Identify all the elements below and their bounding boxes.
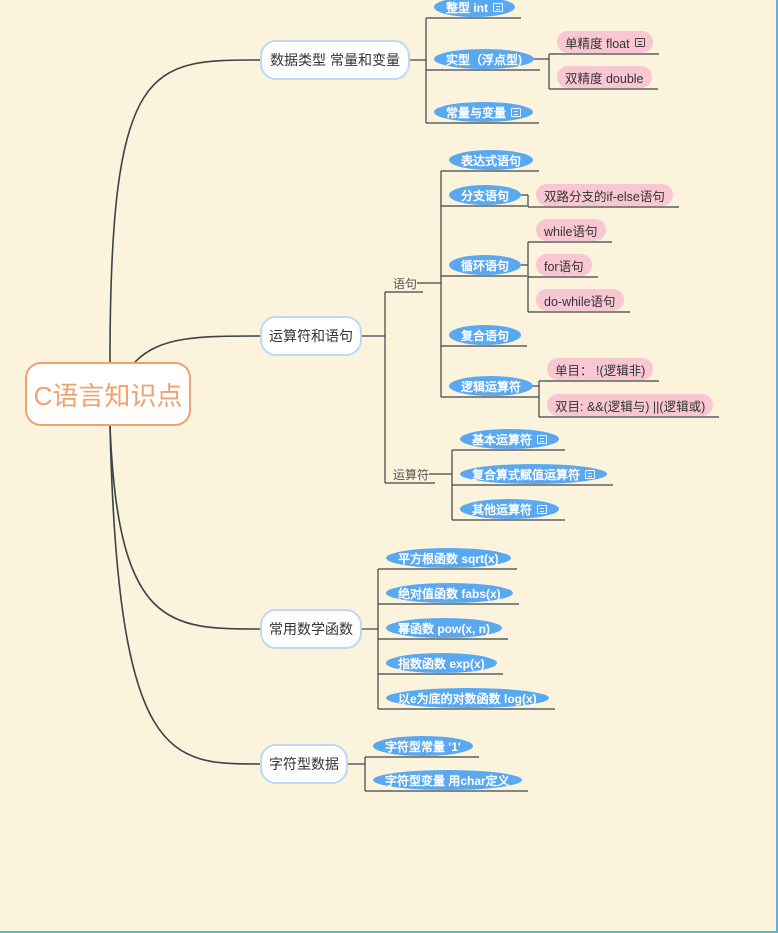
leaf-label: 单精度 float [565, 36, 630, 51]
subtopic-loop-stmt[interactable]: 循环语句 [449, 255, 522, 275]
subtopic-label: 绝对值函数 fabs(x) [398, 586, 501, 601]
leaf-do-while[interactable]: do-while语句 [536, 289, 624, 311]
subtopic-compound-assign[interactable]: 复合算式赋值运算符 [460, 464, 608, 484]
group-label: 语句 [393, 276, 418, 291]
leaf-double-precision[interactable]: 双精度 double [557, 66, 652, 88]
topic-label: 常用数学函数 [269, 621, 353, 637]
root-topic[interactable]: C语言知识点 [25, 362, 191, 426]
topic-label: 运算符和语句 [269, 328, 353, 344]
subtopic-label: 基本运算符 [472, 432, 533, 447]
leaf-if-else[interactable]: 双路分支的if-else语句 [536, 184, 673, 206]
leaf-label: do-while语句 [544, 294, 616, 309]
leaf-label: for语句 [544, 259, 584, 274]
subtopic-label: 实型（浮点型) [446, 52, 522, 67]
subtopic-logical-ops[interactable]: 逻辑运算符 [449, 376, 534, 396]
leaf-binary-and-or[interactable]: 双目: &&(逻辑与) ||(逻辑或) [547, 394, 714, 416]
subtopic-label: 复合语句 [461, 328, 510, 343]
subtopic-label: 复合算式赋值运算符 [472, 467, 581, 482]
subtopic-compound-stmt[interactable]: 复合语句 [449, 325, 522, 345]
subtopic-label: 常量与变量 [446, 105, 507, 120]
subtopic-label: 幂函数 pow(x, n) [398, 621, 490, 636]
note-icon[interactable] [585, 469, 596, 479]
subtopic-label: 其他运算符 [472, 502, 533, 517]
note-icon[interactable] [634, 37, 645, 47]
leaf-single-precision[interactable]: 单精度 float [557, 31, 653, 53]
leaf-while[interactable]: while语句 [536, 219, 606, 241]
root-connector [109, 425, 261, 630]
subtopic-label: 逻辑运算符 [461, 379, 522, 394]
subtopic-label: 分支语句 [461, 188, 510, 203]
note-icon[interactable] [537, 434, 548, 444]
subtopic-label: 循环语句 [461, 258, 510, 273]
subtopic-exp[interactable]: 指数函数 exp(x) [386, 653, 497, 673]
root-topic-label: C语言知识点 [33, 380, 183, 411]
leaf-label: while语句 [544, 224, 598, 239]
subtopic-fabs[interactable]: 绝对值函数 fabs(x) [386, 583, 513, 603]
leaf-label: 双目: &&(逻辑与) ||(逻辑或) [555, 399, 706, 414]
subtopic-float-type[interactable]: 实型（浮点型) [434, 49, 534, 69]
subtopic-label: 表达式语句 [461, 153, 522, 168]
subtopic-other-ops[interactable]: 其他运算符 [460, 499, 560, 519]
topic-math-functions[interactable]: 常用数学函数 [260, 609, 362, 649]
note-icon[interactable] [511, 107, 522, 117]
subtopic-expression-stmt[interactable]: 表达式语句 [449, 150, 534, 170]
subtopic-int[interactable]: 整型 int [434, 0, 515, 17]
subtopic-const-var[interactable]: 常量与变量 [434, 102, 534, 122]
topic-operators-statements[interactable]: 运算符和语句 [260, 316, 362, 356]
leaf-unary-not[interactable]: 单目： !(逻辑非) [547, 358, 654, 380]
leaf-label: 双精度 double [565, 71, 644, 86]
group-statements[interactable]: 语句 [393, 275, 417, 291]
subtopic-branch-stmt[interactable]: 分支语句 [449, 185, 522, 205]
root-connector [109, 425, 261, 765]
subtopic-log[interactable]: 以e为底的对数函数 log(x) [386, 688, 549, 708]
leaf-label: 双路分支的if-else语句 [544, 189, 665, 204]
topic-data-types[interactable]: 数据类型 常量和变量 [260, 40, 410, 80]
subtopic-label: 字符型变量 用char定义 [385, 773, 510, 788]
note-icon[interactable] [493, 2, 503, 12]
subtopic-label: 以e为底的对数函数 log(x) [398, 691, 537, 706]
subtopic-char-const[interactable]: 字符型常量 '1' [373, 736, 473, 756]
leaf-label: 单目： !(逻辑非) [555, 363, 646, 378]
subtopic-pow[interactable]: 幂函数 pow(x, n) [386, 618, 502, 638]
subtopic-label: 指数函数 exp(x) [398, 656, 485, 671]
group-operators[interactable]: 运算符 [393, 466, 429, 482]
group-label: 运算符 [393, 467, 430, 482]
leaf-for[interactable]: for语句 [536, 254, 592, 276]
root-connector [134, 335, 261, 363]
subtopic-sqrt[interactable]: 平方根函数 sqrt(x) [386, 548, 511, 568]
topic-char-data[interactable]: 字符型数据 [260, 744, 348, 784]
subtopic-label: 整型 int [446, 0, 488, 15]
subtopic-basic-ops[interactable]: 基本运算符 [460, 429, 560, 449]
topic-label: 数据类型 常量和变量 [270, 52, 400, 68]
note-icon[interactable] [537, 504, 548, 514]
subtopic-label: 平方根函数 sqrt(x) [398, 551, 499, 566]
subtopic-label: 字符型常量 '1' [385, 739, 461, 754]
topic-label: 字符型数据 [269, 756, 339, 772]
root-connector [109, 59, 261, 363]
subtopic-char-var[interactable]: 字符型变量 用char定义 [373, 770, 522, 790]
